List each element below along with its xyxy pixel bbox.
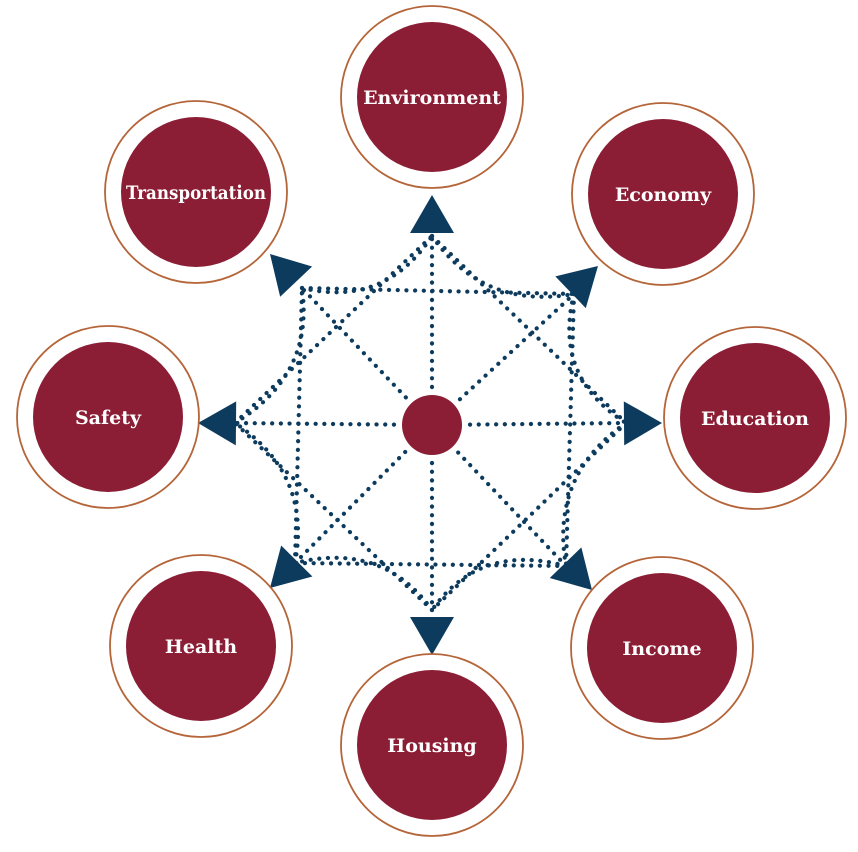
star-chord	[429, 233, 629, 426]
node-label-health: Health	[165, 636, 237, 658]
node-disc	[126, 571, 276, 721]
node-label-income: Income	[622, 638, 701, 660]
node-label-transportation: Transportation	[126, 182, 266, 204]
star-chord	[292, 560, 569, 569]
spoke-line	[467, 420, 629, 427]
spoke-line	[456, 450, 569, 569]
node-disc	[357, 670, 507, 820]
star-chord	[232, 420, 435, 613]
arrowhead-health	[270, 545, 313, 588]
perimeter-arc	[429, 557, 569, 613]
arrowhead-economy	[555, 266, 598, 309]
spoke-line	[299, 285, 408, 400]
arrowheads	[198, 195, 662, 655]
perimeter-arc	[561, 420, 629, 569]
arrowhead-education	[623, 401, 662, 446]
node-safety: Safety	[16, 325, 200, 509]
star-chord	[299, 285, 577, 297]
spoke-line	[232, 420, 397, 427]
star-chord	[429, 420, 629, 613]
node-disc	[357, 22, 507, 172]
node-label-housing: Housing	[387, 735, 476, 757]
perimeter-arc	[299, 233, 435, 295]
node-education: Education	[663, 326, 847, 510]
node-disc	[680, 343, 830, 493]
node-housing: Housing	[340, 653, 524, 837]
outer-nodes: EnvironmentEconomyEducationIncomeHousing…	[16, 5, 847, 837]
node-income: Income	[570, 556, 754, 740]
node-economy: Economy	[571, 102, 755, 286]
node-label-safety: Safety	[75, 407, 142, 429]
star-chord	[232, 233, 435, 426]
node-environment: Environment	[340, 5, 524, 189]
dotted-web	[232, 233, 629, 613]
center-hub	[402, 395, 462, 455]
node-health: Health	[109, 554, 293, 738]
node-label-environment: Environment	[363, 87, 501, 109]
node-transportation: Transportation	[104, 100, 288, 284]
spoke-line	[292, 449, 408, 566]
perimeter-arc	[232, 285, 306, 426]
arrowhead-income	[549, 547, 592, 590]
perimeter-arc	[429, 233, 577, 299]
star-chord	[563, 291, 577, 569]
spoke-line	[457, 291, 577, 402]
node-disc	[587, 573, 737, 723]
node-label-economy: Economy	[615, 184, 712, 206]
arrowhead-transportation	[270, 254, 313, 297]
node-disc	[121, 117, 271, 267]
perimeter-arc	[232, 420, 300, 566]
star-chord	[292, 285, 305, 566]
node-disc	[33, 342, 183, 492]
perimeter-arc	[292, 555, 435, 613]
arrowhead-environment	[410, 195, 454, 233]
node-label-education: Education	[701, 408, 809, 430]
perimeter-arc	[567, 291, 629, 426]
node-disc	[588, 119, 738, 269]
arrowhead-housing	[410, 617, 454, 655]
arrowhead-safety	[198, 401, 237, 446]
